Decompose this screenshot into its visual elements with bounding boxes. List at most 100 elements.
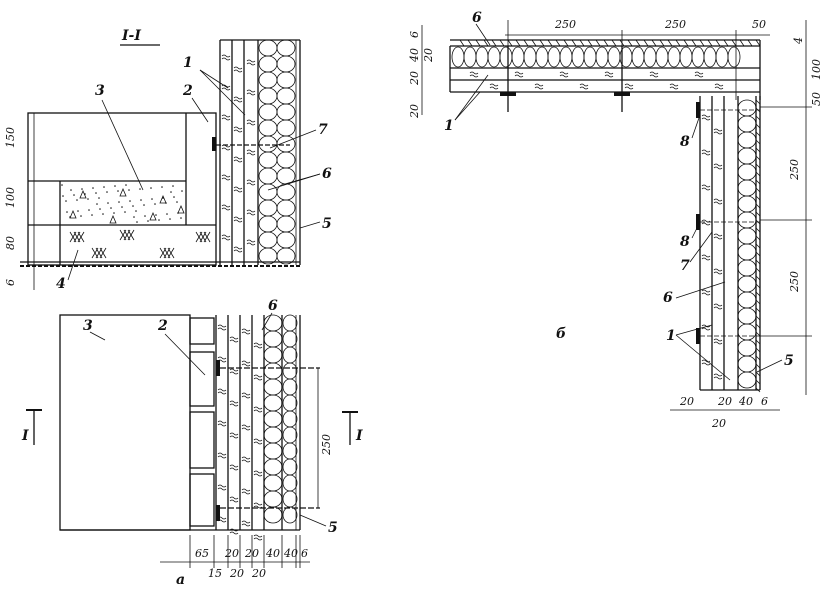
insulation-oval bbox=[258, 215, 278, 233]
dim-40: 40 bbox=[738, 395, 753, 408]
callout-5: 5 bbox=[784, 353, 794, 369]
hatch bbox=[755, 155, 761, 161]
insulation-oval bbox=[263, 442, 283, 460]
insulation-oval bbox=[737, 259, 757, 277]
wood-grain-mark bbox=[253, 470, 263, 477]
wood-grain-mark bbox=[241, 424, 251, 431]
leader bbox=[299, 514, 327, 527]
wood-grain-mark bbox=[714, 83, 724, 90]
hatch bbox=[651, 39, 657, 47]
aggregate-dot bbox=[70, 189, 72, 191]
aggregate-dot bbox=[166, 213, 168, 215]
dim-40: 40 bbox=[408, 48, 421, 63]
hatch bbox=[675, 39, 681, 47]
wood-grain-mark bbox=[701, 184, 711, 191]
wood-grain-mark bbox=[221, 54, 231, 61]
leader bbox=[691, 114, 701, 139]
dim-250: 250 bbox=[320, 434, 333, 456]
wood-grain-mark bbox=[579, 83, 589, 90]
insulation-oval bbox=[258, 71, 278, 89]
wood-grain-mark bbox=[233, 186, 243, 193]
leader bbox=[675, 324, 713, 336]
insulation-oval bbox=[276, 199, 296, 217]
hatch bbox=[499, 39, 505, 47]
anchor-plate bbox=[216, 505, 220, 521]
insulation-oval bbox=[282, 506, 298, 524]
hatch bbox=[755, 115, 761, 121]
wood-grain-mark bbox=[221, 234, 231, 241]
insulation-oval bbox=[263, 314, 283, 332]
insulation-oval bbox=[276, 151, 296, 169]
aggregate-dot bbox=[73, 194, 75, 196]
wood-grain-mark bbox=[233, 216, 243, 223]
wood-grain-mark bbox=[713, 268, 723, 275]
insulation-oval bbox=[276, 215, 296, 233]
wood-grain-mark bbox=[246, 179, 256, 186]
wood-grain-mark bbox=[713, 338, 723, 345]
corner-view-b: 250 250 50 6 40 20 20 20 4 100 50 250 25… bbox=[408, 10, 823, 430]
insulation-oval bbox=[263, 330, 283, 348]
dim-150: 150 bbox=[4, 127, 17, 148]
insulation-oval bbox=[737, 275, 757, 293]
wood-grain-mark bbox=[217, 420, 227, 427]
wood-grain-mark bbox=[253, 406, 263, 413]
insulation-oval bbox=[487, 46, 501, 68]
hatch bbox=[515, 39, 521, 47]
callout-6: 6 bbox=[268, 298, 278, 314]
wood-grain-mark bbox=[713, 303, 723, 310]
aggregate-dot bbox=[103, 186, 105, 188]
hatch bbox=[691, 39, 697, 47]
dim-15: 15 bbox=[208, 567, 222, 580]
callout-1: 1 bbox=[444, 118, 454, 134]
wood-grain-mark bbox=[701, 149, 711, 156]
leader bbox=[89, 331, 106, 341]
aggregate-dot bbox=[172, 185, 174, 187]
section-marker-label: I bbox=[21, 428, 29, 444]
hatch bbox=[755, 195, 761, 201]
insulation-oval bbox=[737, 371, 757, 389]
wood-grain-mark bbox=[221, 144, 231, 151]
hatch bbox=[747, 39, 753, 47]
wood-grain-mark bbox=[229, 368, 239, 375]
insulation-oval bbox=[282, 474, 298, 492]
wood-grain-mark bbox=[253, 342, 263, 349]
insulation-oval bbox=[583, 46, 597, 68]
insulation-oval bbox=[258, 119, 278, 137]
aggregate-dot bbox=[143, 204, 145, 206]
insulation-oval bbox=[737, 211, 757, 229]
wood-grain-mark bbox=[253, 534, 263, 541]
anchor-plate bbox=[696, 328, 700, 344]
wood-grain-mark bbox=[241, 520, 251, 527]
hatch bbox=[755, 299, 761, 305]
wood-grain-mark bbox=[246, 89, 256, 96]
wood-grain-mark bbox=[233, 156, 243, 163]
aggregate-dot bbox=[144, 215, 146, 217]
dim-250: 250 bbox=[788, 159, 801, 181]
aggregate-dot bbox=[110, 207, 112, 209]
anchor-plate bbox=[696, 102, 700, 118]
leader bbox=[475, 23, 491, 46]
insulation-oval bbox=[282, 490, 298, 508]
wood-grain-mark bbox=[701, 324, 711, 331]
aggregate-mark bbox=[159, 194, 167, 204]
hatch bbox=[755, 251, 761, 257]
plan-view-a: 250 3 2 6 5 I I 65 20 20 40 40 6 15 20 2… bbox=[21, 298, 363, 588]
dim-20: 20 bbox=[229, 567, 244, 580]
insulation-oval bbox=[727, 46, 741, 68]
insulation-oval bbox=[258, 55, 278, 73]
callout-7: 7 bbox=[318, 122, 328, 138]
insulation-oval bbox=[715, 46, 729, 68]
hatch bbox=[667, 39, 673, 47]
section-title: I-I bbox=[121, 28, 141, 44]
insulation-oval bbox=[595, 46, 609, 68]
callout-6: 6 bbox=[663, 290, 673, 306]
dim-6: 6 bbox=[301, 547, 308, 560]
dim-20: 20 bbox=[251, 567, 266, 580]
wood-grain-mark bbox=[246, 149, 256, 156]
anchor-plate bbox=[696, 214, 700, 230]
callout-3: 3 bbox=[95, 83, 105, 99]
hatch bbox=[643, 39, 649, 47]
callout-8: 8 bbox=[680, 234, 690, 250]
insulation-oval bbox=[258, 103, 278, 121]
